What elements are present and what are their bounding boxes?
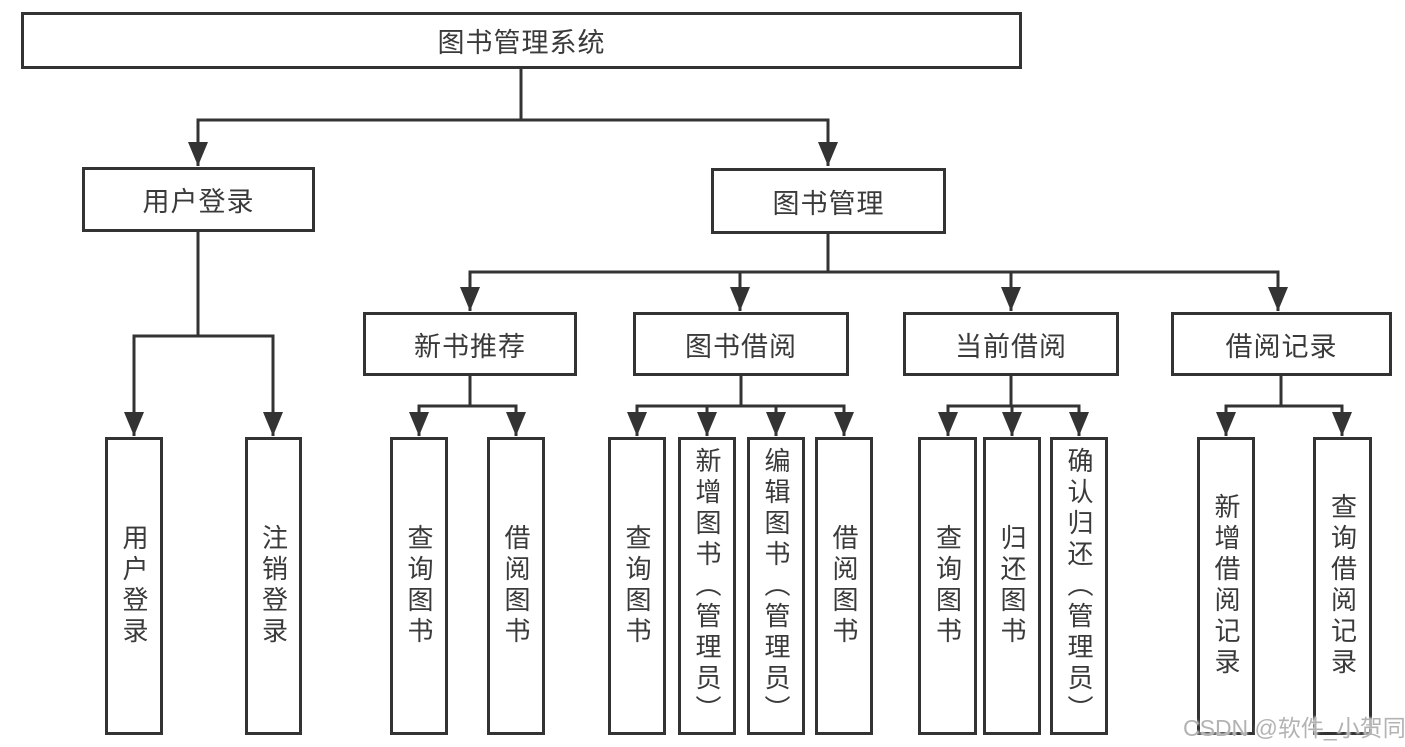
leaf-cb-return-books: 归还图书 — [983, 437, 1041, 735]
leaf-label: 确认归还（管理员） — [1064, 446, 1094, 726]
node-label: 新书推荐 — [414, 331, 526, 362]
csdn-watermark: CSDN @软件_小贺同学 — [1183, 715, 1405, 741]
leaf-logout: 注销登录 — [245, 437, 302, 735]
node-label: 当前借阅 — [955, 331, 1067, 362]
leaf-label: 借阅图书 — [829, 524, 859, 648]
leaf-br-add-borrow-record: 新增借阅记录 — [1197, 437, 1255, 735]
leaf-bb-borrow-books: 借阅图书 — [815, 437, 873, 735]
leaf-nbr-borrow-books: 借阅图书 — [487, 437, 545, 735]
leaf-cb-confirm-return-admin: 确认归还（管理员） — [1050, 437, 1108, 735]
node-label: 借阅记录 — [1225, 331, 1338, 362]
leaf-user-login: 用户登录 — [105, 437, 163, 735]
node-user-login: 用户登录 — [82, 167, 315, 232]
node-library-management-system: 图书管理系统 — [21, 12, 1022, 69]
node-label: 图书管理 — [772, 188, 885, 219]
leaf-bb-add-books-admin: 新增图书（管理员） — [678, 437, 736, 735]
leaf-bb-edit-books-admin: 编辑图书（管理员） — [747, 437, 805, 735]
leaf-label: 新增借阅记录 — [1211, 493, 1241, 679]
leaf-bb-query-books: 查询图书 — [608, 437, 666, 735]
leaf-nbr-query-books: 查询图书 — [390, 437, 448, 735]
leaf-label: 查询图书 — [622, 524, 652, 648]
leaf-label: 借阅图书 — [501, 524, 531, 648]
leaf-label: 注销登录 — [258, 524, 289, 648]
leaf-label: 编辑图书（管理员） — [761, 446, 791, 726]
node-label: 图书借阅 — [685, 331, 797, 362]
node-book-borrowing: 图书借阅 — [633, 312, 849, 376]
leaf-label: 查询借阅记录 — [1327, 493, 1358, 679]
node-borrowing-records: 借阅记录 — [1171, 312, 1392, 376]
node-label: 图书管理系统 — [437, 28, 606, 58]
leaf-label: 查询图书 — [932, 524, 963, 648]
leaf-label: 新增图书（管理员） — [692, 446, 722, 726]
leaf-label: 归还图书 — [997, 524, 1027, 648]
node-current-borrowing: 当前借阅 — [903, 312, 1119, 376]
leaf-label: 用户登录 — [119, 524, 149, 648]
leaf-label: 查询图书 — [404, 524, 434, 648]
node-new-book-recommendation: 新书推荐 — [363, 312, 577, 376]
node-label: 用户登录 — [142, 187, 255, 217]
node-book-management: 图书管理 — [711, 168, 946, 234]
leaf-br-query-borrow-record: 查询借阅记录 — [1313, 437, 1372, 735]
leaf-cb-query-books: 查询图书 — [918, 437, 977, 735]
